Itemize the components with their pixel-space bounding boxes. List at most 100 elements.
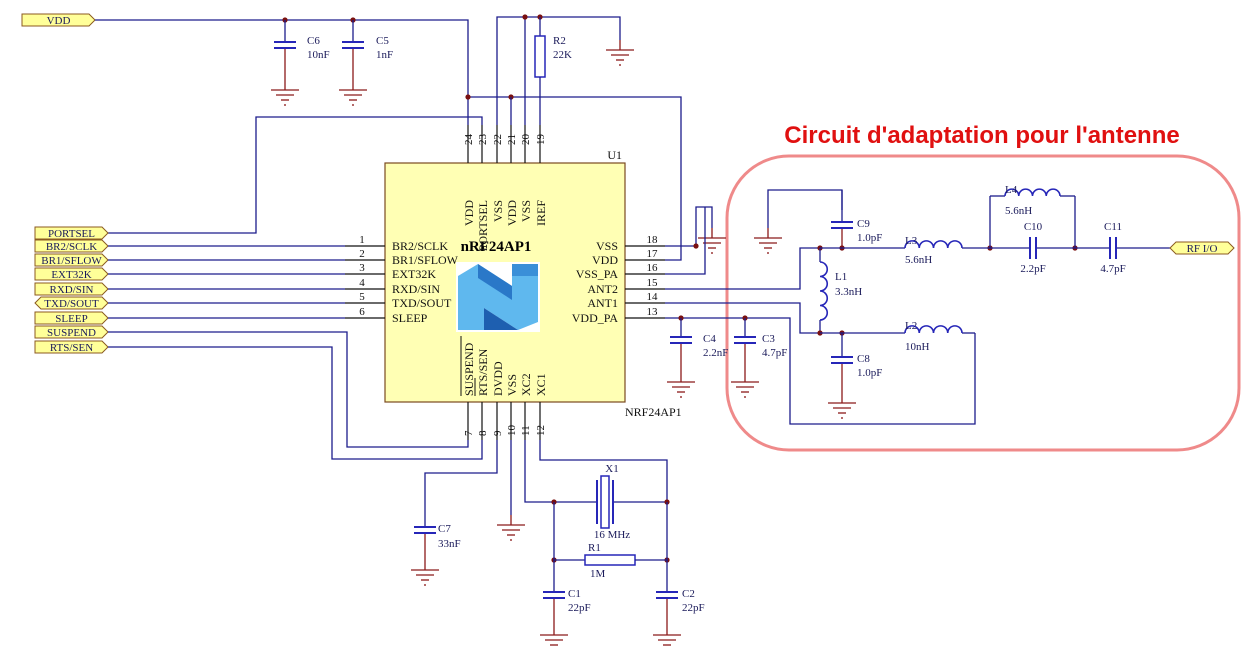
port-br2-sclk[interactable]: BR2/SCLK — [34, 239, 109, 253]
pin-number: 2 — [359, 248, 365, 260]
port-rxd-sin-label: RXD/SIN — [49, 284, 93, 296]
pin-name: VDD — [462, 200, 476, 226]
antenna-matching-highlight — [725, 154, 1241, 452]
x1-ref-label: X1 — [605, 463, 618, 475]
pin-name: ANT1 — [587, 296, 618, 310]
wire — [524, 440, 554, 503]
c1-capacitor[interactable] — [543, 560, 565, 625]
antenna-matching-title: Circuit d'adaptation pour l'antenne — [784, 122, 1179, 149]
l3-inductor[interactable] — [842, 240, 990, 249]
c10-ref-label: C10 — [1024, 221, 1043, 233]
ground-icon — [606, 40, 634, 66]
c9-capacitor[interactable] — [831, 190, 853, 248]
pin-name: VSS_PA — [576, 267, 619, 281]
l1-inductor[interactable] — [819, 248, 828, 333]
port-portsel-label: PORTSEL — [48, 228, 95, 240]
wire — [496, 16, 621, 125]
wire — [665, 207, 706, 275]
r1-value-label: 1M — [590, 568, 606, 580]
r2-resistor[interactable] — [534, 17, 546, 125]
port-suspend-label: SUSPEND — [47, 327, 96, 339]
ground-icon — [540, 625, 568, 646]
l4-ref-label: L4 — [1005, 184, 1018, 196]
c4-value-label: 2.2nF — [703, 347, 728, 359]
ground-icon — [271, 80, 299, 106]
rf-io-port-label: RF I/O — [1187, 243, 1218, 255]
wire — [539, 440, 668, 502]
pin-number: 10 — [506, 425, 518, 437]
pin-name: TXD/SOUT — [392, 296, 452, 310]
port-portsel[interactable]: PORTSEL — [34, 226, 109, 240]
pin-name: BR1/SFLOW — [392, 253, 459, 267]
pin-number: 3 — [359, 262, 365, 274]
pin-number: 16 — [647, 262, 659, 274]
r1-resistor[interactable] — [554, 554, 667, 566]
port-txd-sout-label: TXD/SOUT — [44, 298, 99, 310]
c2-capacitor[interactable] — [656, 560, 678, 625]
pin-number: 8 — [477, 430, 489, 436]
r1-ref-label: R1 — [588, 542, 601, 554]
pin-number: 1 — [359, 234, 365, 246]
c1-value-label: 22pF — [568, 602, 591, 614]
c9-ref-label: C9 — [857, 218, 870, 230]
port-rts-sen[interactable]: RTS/SEN — [34, 340, 109, 354]
c10-value-label: 2.2pF — [1020, 263, 1045, 275]
c6-capacitor[interactable] — [274, 20, 296, 80]
c5-ref-label: C5 — [376, 35, 389, 47]
wire — [95, 19, 469, 125]
r2-ref-label: R2 — [553, 35, 566, 47]
chip-name: nRF24AP1 — [461, 239, 532, 255]
pin-number: 11 — [520, 425, 532, 436]
wire — [767, 189, 843, 228]
c6-value-label: 10nF — [307, 49, 330, 61]
c2-value-label: 22pF — [682, 602, 705, 614]
l2-value-label: 10nH — [905, 341, 930, 353]
c10-capacitor[interactable] — [990, 237, 1075, 259]
port-br1-sflow[interactable]: BR1/SFLOW — [34, 253, 109, 267]
c4-ref-label: C4 — [703, 333, 716, 345]
l4-inductor[interactable] — [990, 188, 1075, 197]
wire — [665, 317, 976, 425]
pin-name: VSS — [505, 374, 519, 396]
chip-designator: U1 — [607, 148, 622, 162]
pin-number: 12 — [535, 425, 547, 436]
pin-number: 18 — [647, 234, 659, 246]
c8-capacitor[interactable] — [831, 333, 853, 393]
pin-name: DVDD — [491, 361, 505, 396]
c5-capacitor[interactable] — [342, 20, 364, 80]
c3-value-label: 4.7pF — [762, 347, 787, 359]
pin-number: 4 — [359, 277, 365, 289]
ground-icon — [754, 228, 782, 254]
port-suspend[interactable]: SUSPEND — [34, 325, 109, 339]
l2-inductor[interactable] — [842, 325, 975, 334]
pin-name: VDD — [592, 253, 618, 267]
wire — [108, 116, 483, 234]
pin-number: 22 — [492, 134, 504, 145]
ground-icon — [698, 228, 726, 254]
c11-ref-label: C11 — [1104, 221, 1122, 233]
c4-capacitor[interactable] — [670, 318, 692, 372]
pin-number: 23 — [477, 134, 489, 146]
c8-value-label: 1.0pF — [857, 367, 882, 379]
pin-name: RXD/SIN — [392, 282, 440, 296]
c7-capacitor[interactable] — [414, 505, 436, 560]
x1-value-label: 16 MHz — [594, 529, 630, 541]
vdd-port[interactable]: VDD — [21, 13, 96, 27]
port-rxd-sin[interactable]: RXD/SIN — [34, 282, 109, 296]
rf-io-port[interactable]: RF I/O — [1169, 241, 1235, 255]
ground-icon — [339, 80, 367, 106]
port-ext32k[interactable]: EXT32K — [34, 267, 109, 281]
pin-name: VDD — [505, 200, 519, 226]
c11-capacitor[interactable] — [1075, 237, 1170, 259]
c2-ref-label: C2 — [682, 588, 695, 600]
pin-name: VSS — [491, 200, 505, 222]
c1-ref-label: C1 — [568, 588, 581, 600]
port-txd-sout[interactable]: TXD/SOUT — [34, 296, 109, 310]
ground-icon — [497, 515, 525, 541]
port-sleep[interactable]: SLEEP — [34, 311, 109, 325]
c3-capacitor[interactable] — [734, 318, 756, 372]
c7-ref-label: C7 — [438, 523, 451, 535]
x1-crystal[interactable] — [554, 475, 667, 529]
pin-name: EXT32K — [392, 267, 436, 281]
pin-name: PORTSEL — [476, 200, 490, 251]
